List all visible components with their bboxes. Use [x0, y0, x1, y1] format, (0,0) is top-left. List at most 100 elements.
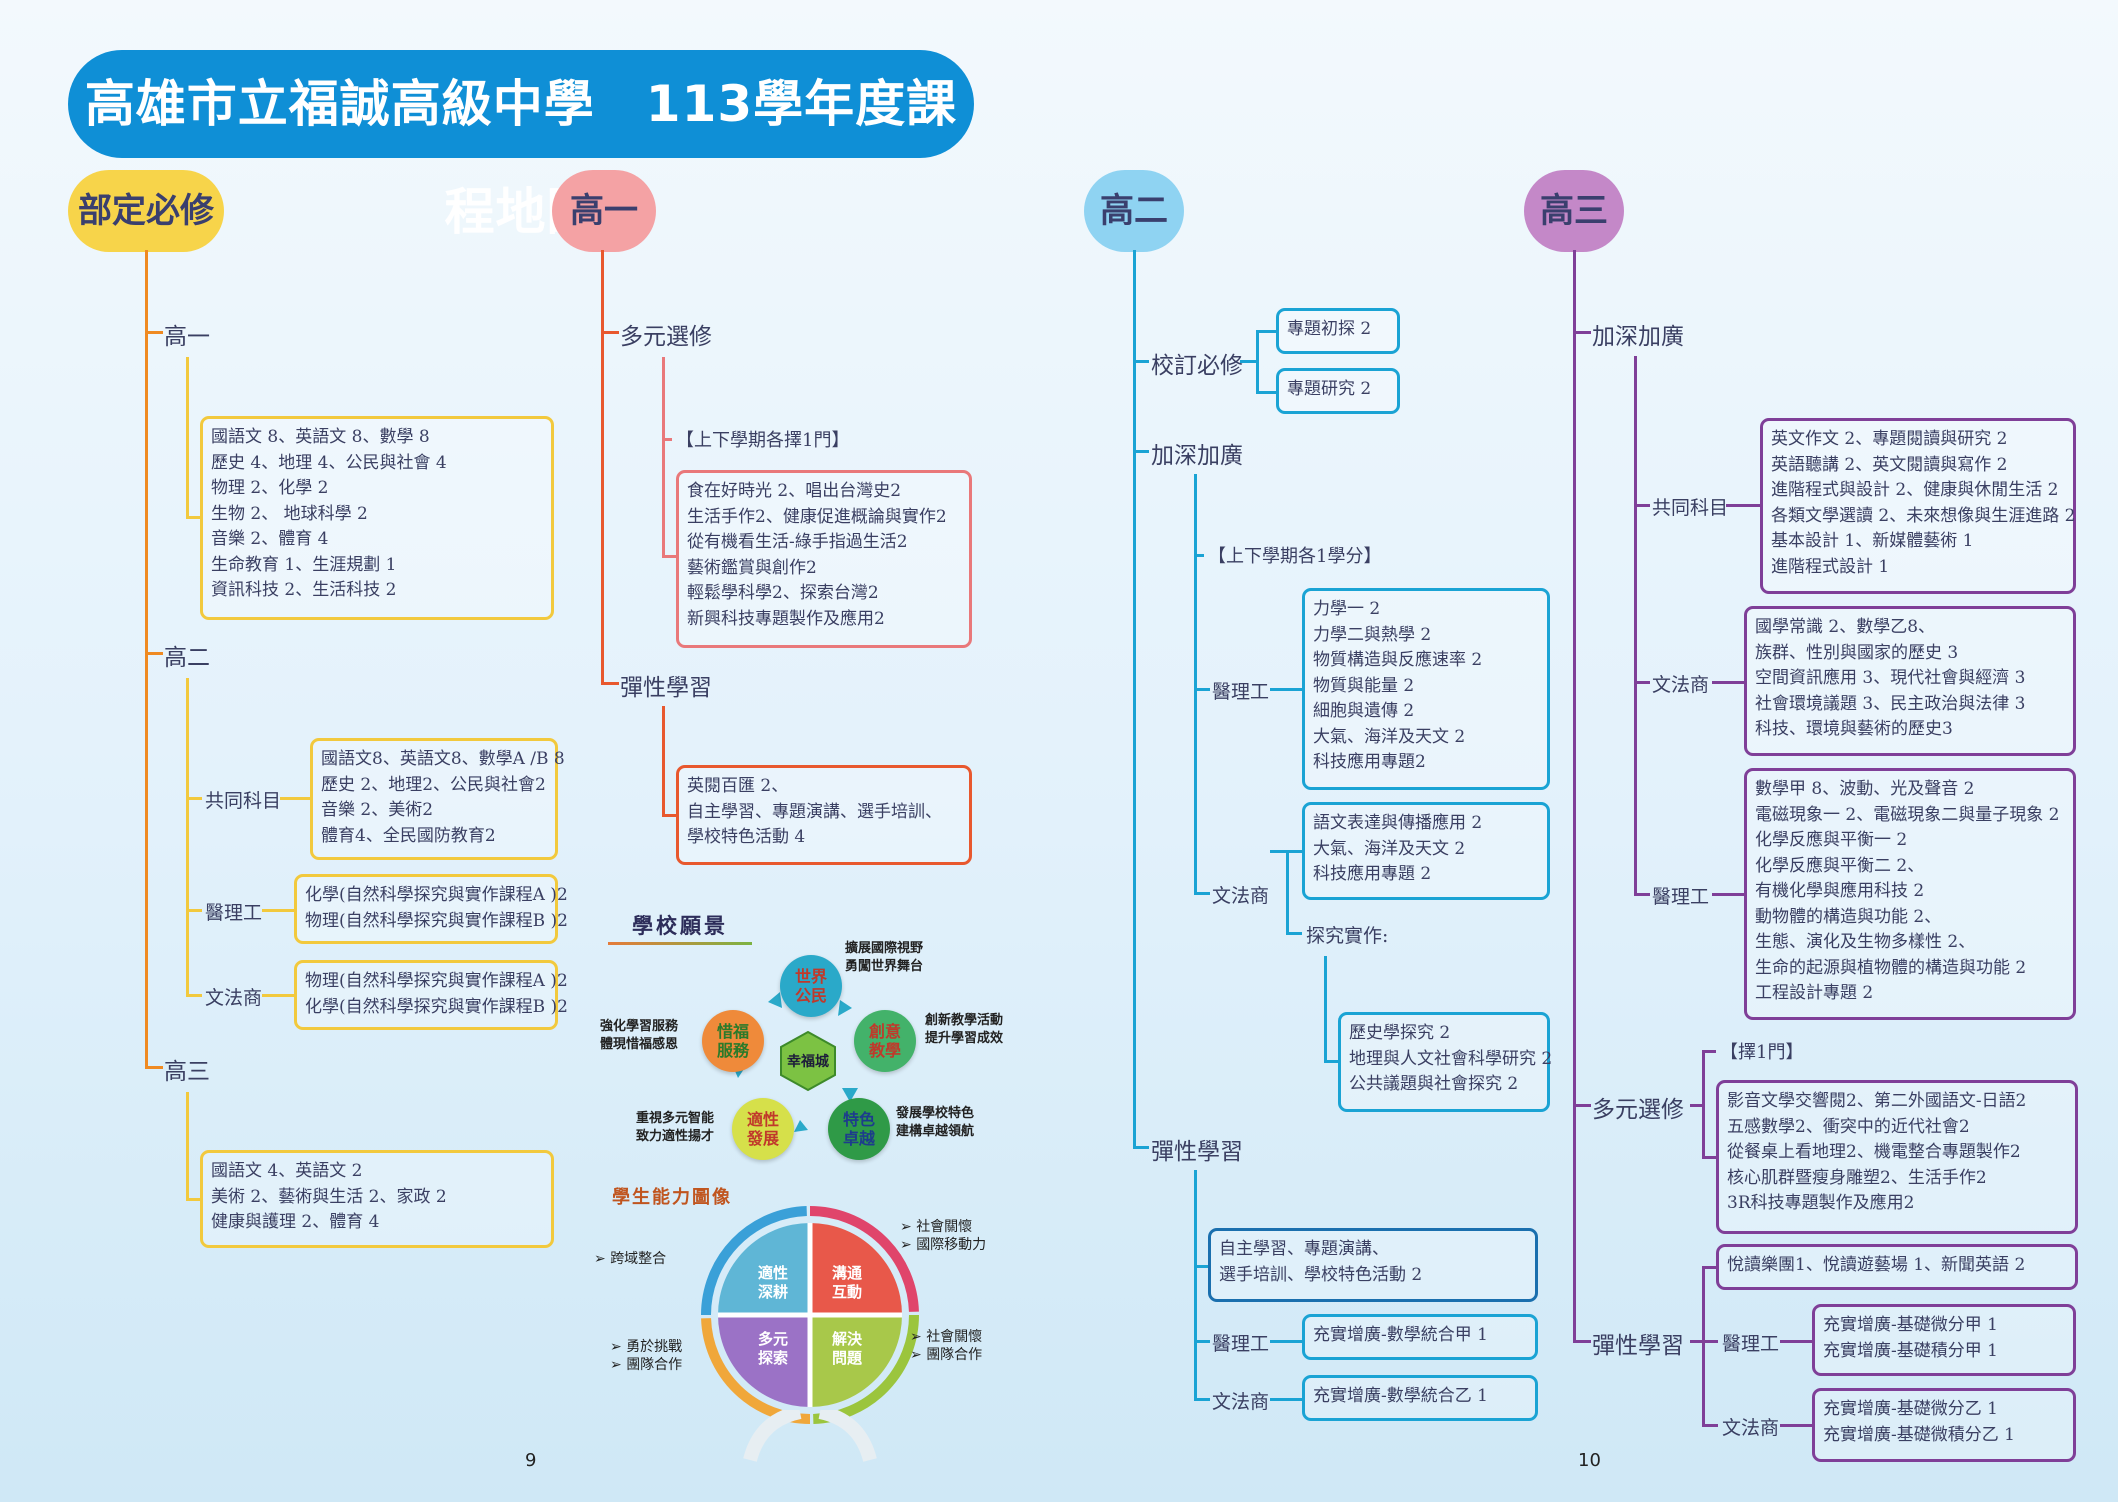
flex-learning-label: 彈性學習	[1151, 1139, 1243, 1165]
grade-1-label: 高一	[164, 324, 210, 350]
vision-text-2: 創新教學活動提升學習成效	[925, 1013, 1004, 1046]
connector	[1194, 554, 1204, 557]
multi-elective-label: 多元選修	[1592, 1097, 1684, 1123]
connector	[601, 682, 619, 685]
trunk-line	[601, 250, 604, 685]
ability-q2: 溝通 互動	[831, 1264, 862, 1301]
page-number-left: 9	[525, 1450, 537, 1471]
multi-elective-note: 【擇1門】	[1720, 1042, 1804, 1063]
multi-elective-note: 【上下學期各擇1門】	[676, 430, 850, 451]
connector	[1324, 956, 1327, 1062]
connector	[186, 678, 189, 994]
connector	[1712, 681, 1746, 684]
connector	[601, 331, 619, 334]
connector	[186, 357, 189, 518]
connector	[662, 438, 672, 441]
connector	[1286, 932, 1302, 935]
connector	[1780, 1340, 1814, 1343]
connector	[145, 652, 163, 655]
divider	[608, 942, 752, 945]
trunk-line	[1573, 250, 1576, 1342]
connector	[186, 516, 202, 519]
connector	[1194, 1398, 1210, 1401]
grade-11-flex-humanities-box: 充實增廣-數學統合乙 1	[1302, 1375, 1538, 1421]
connector	[186, 909, 202, 912]
trunk-line	[1133, 250, 1136, 1148]
flex-learning-label: 彈性學習	[620, 675, 712, 701]
ability-ring	[701, 1206, 919, 1424]
connector	[1270, 1340, 1302, 1343]
connector	[1712, 893, 1746, 896]
connector	[662, 357, 665, 557]
connector	[1634, 356, 1637, 894]
connector	[145, 1066, 163, 1069]
humanities-track-label: 文法商	[1212, 1391, 1270, 1413]
school-required-box-1: 專題初探 2	[1276, 308, 1400, 354]
ability-title: 學生能力圖像	[612, 1187, 732, 1208]
page-title: 高雄市立福誠高級中學 113學年度課程地圖	[68, 50, 974, 241]
connector	[1324, 1060, 1340, 1063]
connector	[1726, 504, 1762, 507]
ability-q3: 多元 探索	[757, 1330, 788, 1367]
grade-3-label: 高三	[164, 1059, 210, 1085]
vision-node-service: 惜福 服務	[702, 1010, 764, 1072]
ability-q1: 適性 深耕	[757, 1264, 788, 1301]
connector	[1690, 1340, 1702, 1343]
ability-note-3: ➢ 勇於挑戰➢ 團隊合作	[610, 1339, 683, 1373]
connector	[262, 994, 294, 997]
vision-text-1: 擴展國際視野勇闖世界舞台	[845, 941, 924, 974]
connector	[1270, 688, 1302, 691]
inquiry-label: 探究實作:	[1306, 925, 1389, 947]
header-grade-12: 高三	[1524, 170, 1624, 252]
connector	[662, 555, 678, 558]
vision-node-creative-teaching: 創意 教學	[854, 1010, 916, 1072]
connector	[186, 797, 202, 800]
vision-node-excellence: 特色 卓越	[828, 1098, 890, 1160]
connector	[1573, 1340, 1591, 1343]
grade-11-flex-box: 自主學習、專題演講、選手培訓、學校特色活動 2	[1208, 1228, 1538, 1302]
connector	[1194, 688, 1210, 691]
connector	[1690, 1104, 1702, 1107]
trunk-line	[145, 250, 148, 1068]
connector	[1133, 450, 1149, 453]
connector	[1702, 1266, 1716, 1269]
advanced-label: 加深加廣	[1151, 443, 1243, 469]
header-grade-11: 高二	[1084, 170, 1184, 252]
school-required-label: 校訂必修	[1151, 353, 1243, 379]
connector	[1702, 1050, 1705, 1158]
connector	[186, 1092, 189, 1200]
grade-11-flex-science-box: 充實增廣-數學統合甲 1	[1302, 1314, 1538, 1360]
page-number-right: 10	[1578, 1450, 1601, 1471]
humanities-track-label: 文法商	[1212, 885, 1270, 907]
vision-node-world-citizen: 世界 公民	[780, 955, 842, 1017]
school-required-box-2: 專題研究 2	[1276, 368, 1400, 414]
science-track-label: 醫理工	[1212, 681, 1270, 703]
connector	[1702, 1156, 1716, 1159]
common-subjects-label: 共同科目	[1652, 497, 1729, 519]
connector	[662, 706, 665, 816]
ability-shadow	[743, 1410, 877, 1462]
header-required: 部定必修	[68, 170, 224, 252]
ability-note-4: ➢ 社會關懷➢ 團隊合作	[910, 1329, 983, 1363]
vision-text-5: 強化學習服務體現惜福感恩	[600, 1019, 679, 1052]
connector	[1286, 850, 1289, 934]
connector	[1702, 1424, 1718, 1427]
ability-q4: 解決 問題	[831, 1330, 862, 1367]
vision-title: 學校願景	[632, 913, 728, 938]
ability-note-1: ➢ 跨域整合	[594, 1251, 667, 1267]
connector	[1270, 1398, 1302, 1401]
connector	[1573, 331, 1591, 334]
connector	[1133, 1146, 1149, 1149]
header-grade-10: 高一	[552, 170, 656, 252]
connector	[1194, 1340, 1210, 1343]
science-track-label: 醫理工	[1722, 1333, 1780, 1355]
connector	[280, 797, 310, 800]
